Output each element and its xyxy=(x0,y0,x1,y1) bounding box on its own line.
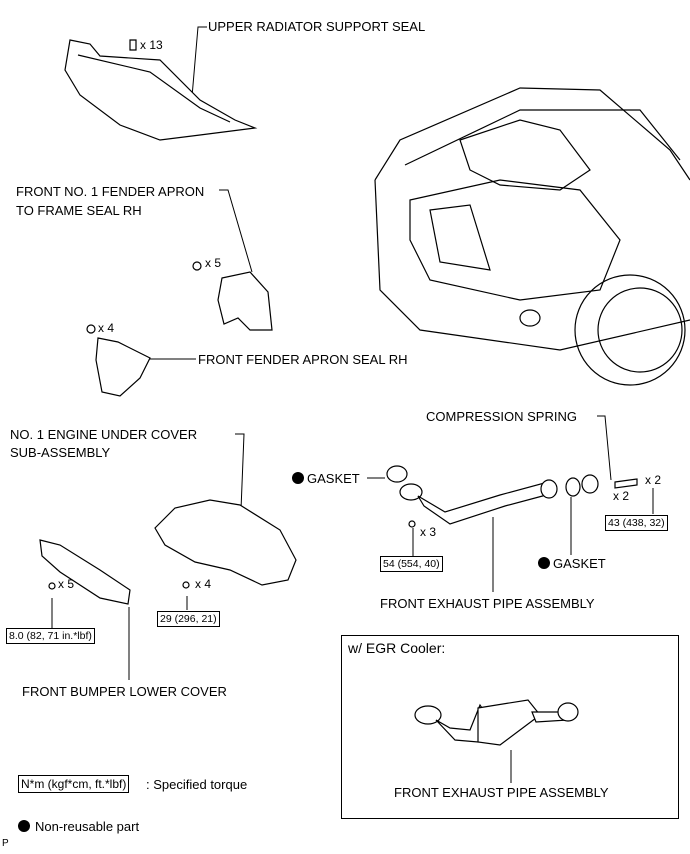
front-exhaust-pipe-label: FRONT EXHAUST PIPE ASSEMBLY xyxy=(380,596,595,611)
exhaust-pipe-drawing xyxy=(386,465,638,528)
legend-torque-box: N*m (kgf*cm, ft.*lbf) xyxy=(18,775,130,793)
front-fender-apron-seal-label: FRONT FENDER APRON SEAL RH xyxy=(198,352,408,367)
engine-under-cover-label-2: SUB-ASSEMBLY xyxy=(10,445,111,460)
torque-spring-bolt: 43 (438, 32) xyxy=(605,515,668,531)
compression-spring-label: COMPRESSION SPRING xyxy=(426,409,577,424)
nonreusable-marker-gasket-left xyxy=(292,472,304,484)
upper-radiator-seal-drawing xyxy=(64,39,258,141)
fender-apron-frame-seal-label-1: FRONT NO. 1 FENDER APRON xyxy=(16,184,205,199)
qty-x5-bumper: x 5 xyxy=(58,577,75,591)
qty-x2-b: x 2 xyxy=(613,489,630,503)
torque-pipe-flange: 54 (554, 40) xyxy=(380,556,443,572)
qty-x4-apron: x 4 xyxy=(98,321,115,335)
qty-x13: x 13 xyxy=(140,38,163,52)
qty-x4-cover: x 4 xyxy=(195,577,212,591)
upper-radiator-seal-label: UPPER RADIATOR SUPPORT SEAL xyxy=(208,19,426,34)
nonreusable-marker-gasket-right xyxy=(538,557,550,569)
qty-x5-fender: x 5 xyxy=(205,256,222,270)
fender-apron-frame-seal-label-2: TO FRAME SEAL RH xyxy=(16,203,142,218)
vehicle-front-drawing xyxy=(374,87,690,386)
legend-nonreusable-marker xyxy=(18,820,30,832)
torque-bumper: 8.0 (82, 71 in.*lbf) xyxy=(6,628,95,644)
egr-cooler-panel xyxy=(341,635,679,819)
gasket-left-label: GASKET xyxy=(307,471,360,486)
egr-exhaust-pipe-label: FRONT EXHAUST PIPE ASSEMBLY xyxy=(394,785,609,800)
legend-torque-text: : Specified torque xyxy=(146,777,248,792)
legend-nonreusable-text: Non-reusable part xyxy=(35,819,140,834)
engine-under-cover-label-1: NO. 1 ENGINE UNDER COVER xyxy=(10,427,198,442)
qty-x2-a: x 2 xyxy=(645,473,662,487)
egr-panel-title: w/ EGR Cooler: xyxy=(348,640,446,656)
torque-cover: 29 (296, 21) xyxy=(157,611,220,627)
gasket-right-label: GASKET xyxy=(553,556,606,571)
footer-code: P xyxy=(2,838,9,849)
qty-x3: x 3 xyxy=(420,525,437,539)
front-bumper-lower-cover-label: FRONT BUMPER LOWER COVER xyxy=(22,684,227,699)
